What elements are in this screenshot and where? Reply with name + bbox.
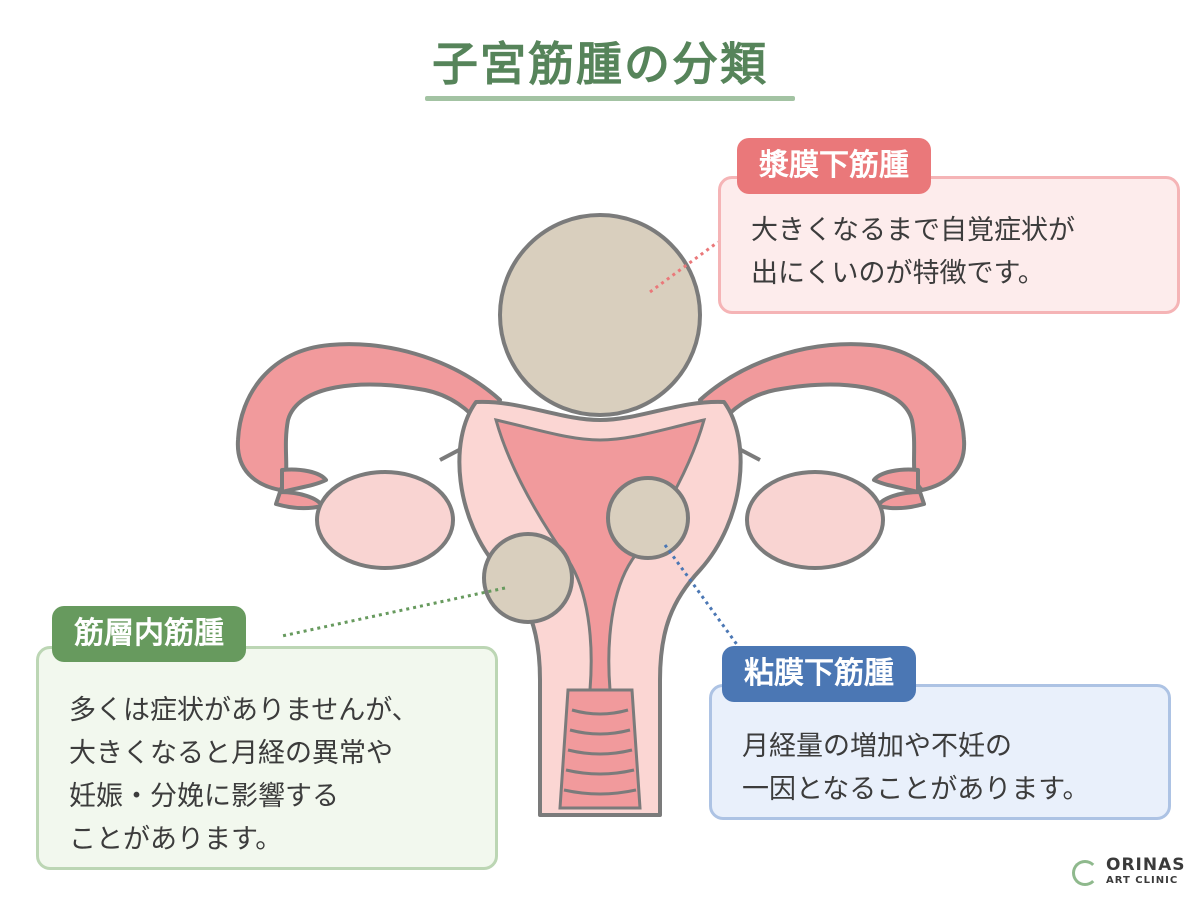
vaginal-rugae: [563, 708, 637, 796]
intramural-description: 多くは症状がありませんが、 大きくなると月経の異常や 妊娠・分娩に影響する こと…: [69, 695, 419, 855]
title-underline: [425, 96, 795, 101]
submucosal-description-box: 月経量の増加や不妊の 一因となることがあります。: [709, 684, 1171, 820]
submucosal-label: 粘膜下筋腫: [722, 646, 916, 702]
right-fallopian-tube: [698, 342, 967, 492]
intramural-label: 筋層内筋腫: [52, 606, 246, 662]
submucosal-description: 月経量の増加や不妊の 一因となることがあります。: [742, 731, 1090, 805]
left-ovary: [315, 470, 455, 570]
subserosal-leader-line: [649, 240, 719, 294]
logo-line2: ART CLINIC: [1106, 875, 1179, 886]
clinic-logo: ORINAS ART CLINIC: [1070, 857, 1190, 893]
intramural-fibroid: [482, 532, 574, 624]
right-fimbriae: [872, 467, 926, 511]
subserosal-description-box: 大きくなるまで自覚症状が 出にくいのが特徴です。: [718, 176, 1180, 314]
intramural-description-box: 多くは症状がありませんが、 大きくなると月経の異常や 妊娠・分娩に影響する こと…: [36, 646, 498, 870]
logo-line1: ORINAS: [1106, 855, 1186, 875]
left-fallopian-tube: [235, 342, 502, 492]
subserosal-fibroid: [498, 213, 702, 417]
intramural-leader-line: [281, 586, 506, 638]
vaginal-canal: [558, 688, 642, 810]
subserosal-label: 漿膜下筋腫: [737, 138, 931, 194]
subserosal-description: 大きくなるまで自覚症状が 出にくいのが特徴です。: [751, 215, 1075, 289]
logo-leaf-icon: [1072, 860, 1098, 886]
submucosal-fibroid: [606, 476, 690, 560]
page-title: 子宮筋腫の分類: [432, 37, 768, 91]
left-fimbriae: [274, 467, 328, 511]
right-ovary: [745, 470, 885, 570]
